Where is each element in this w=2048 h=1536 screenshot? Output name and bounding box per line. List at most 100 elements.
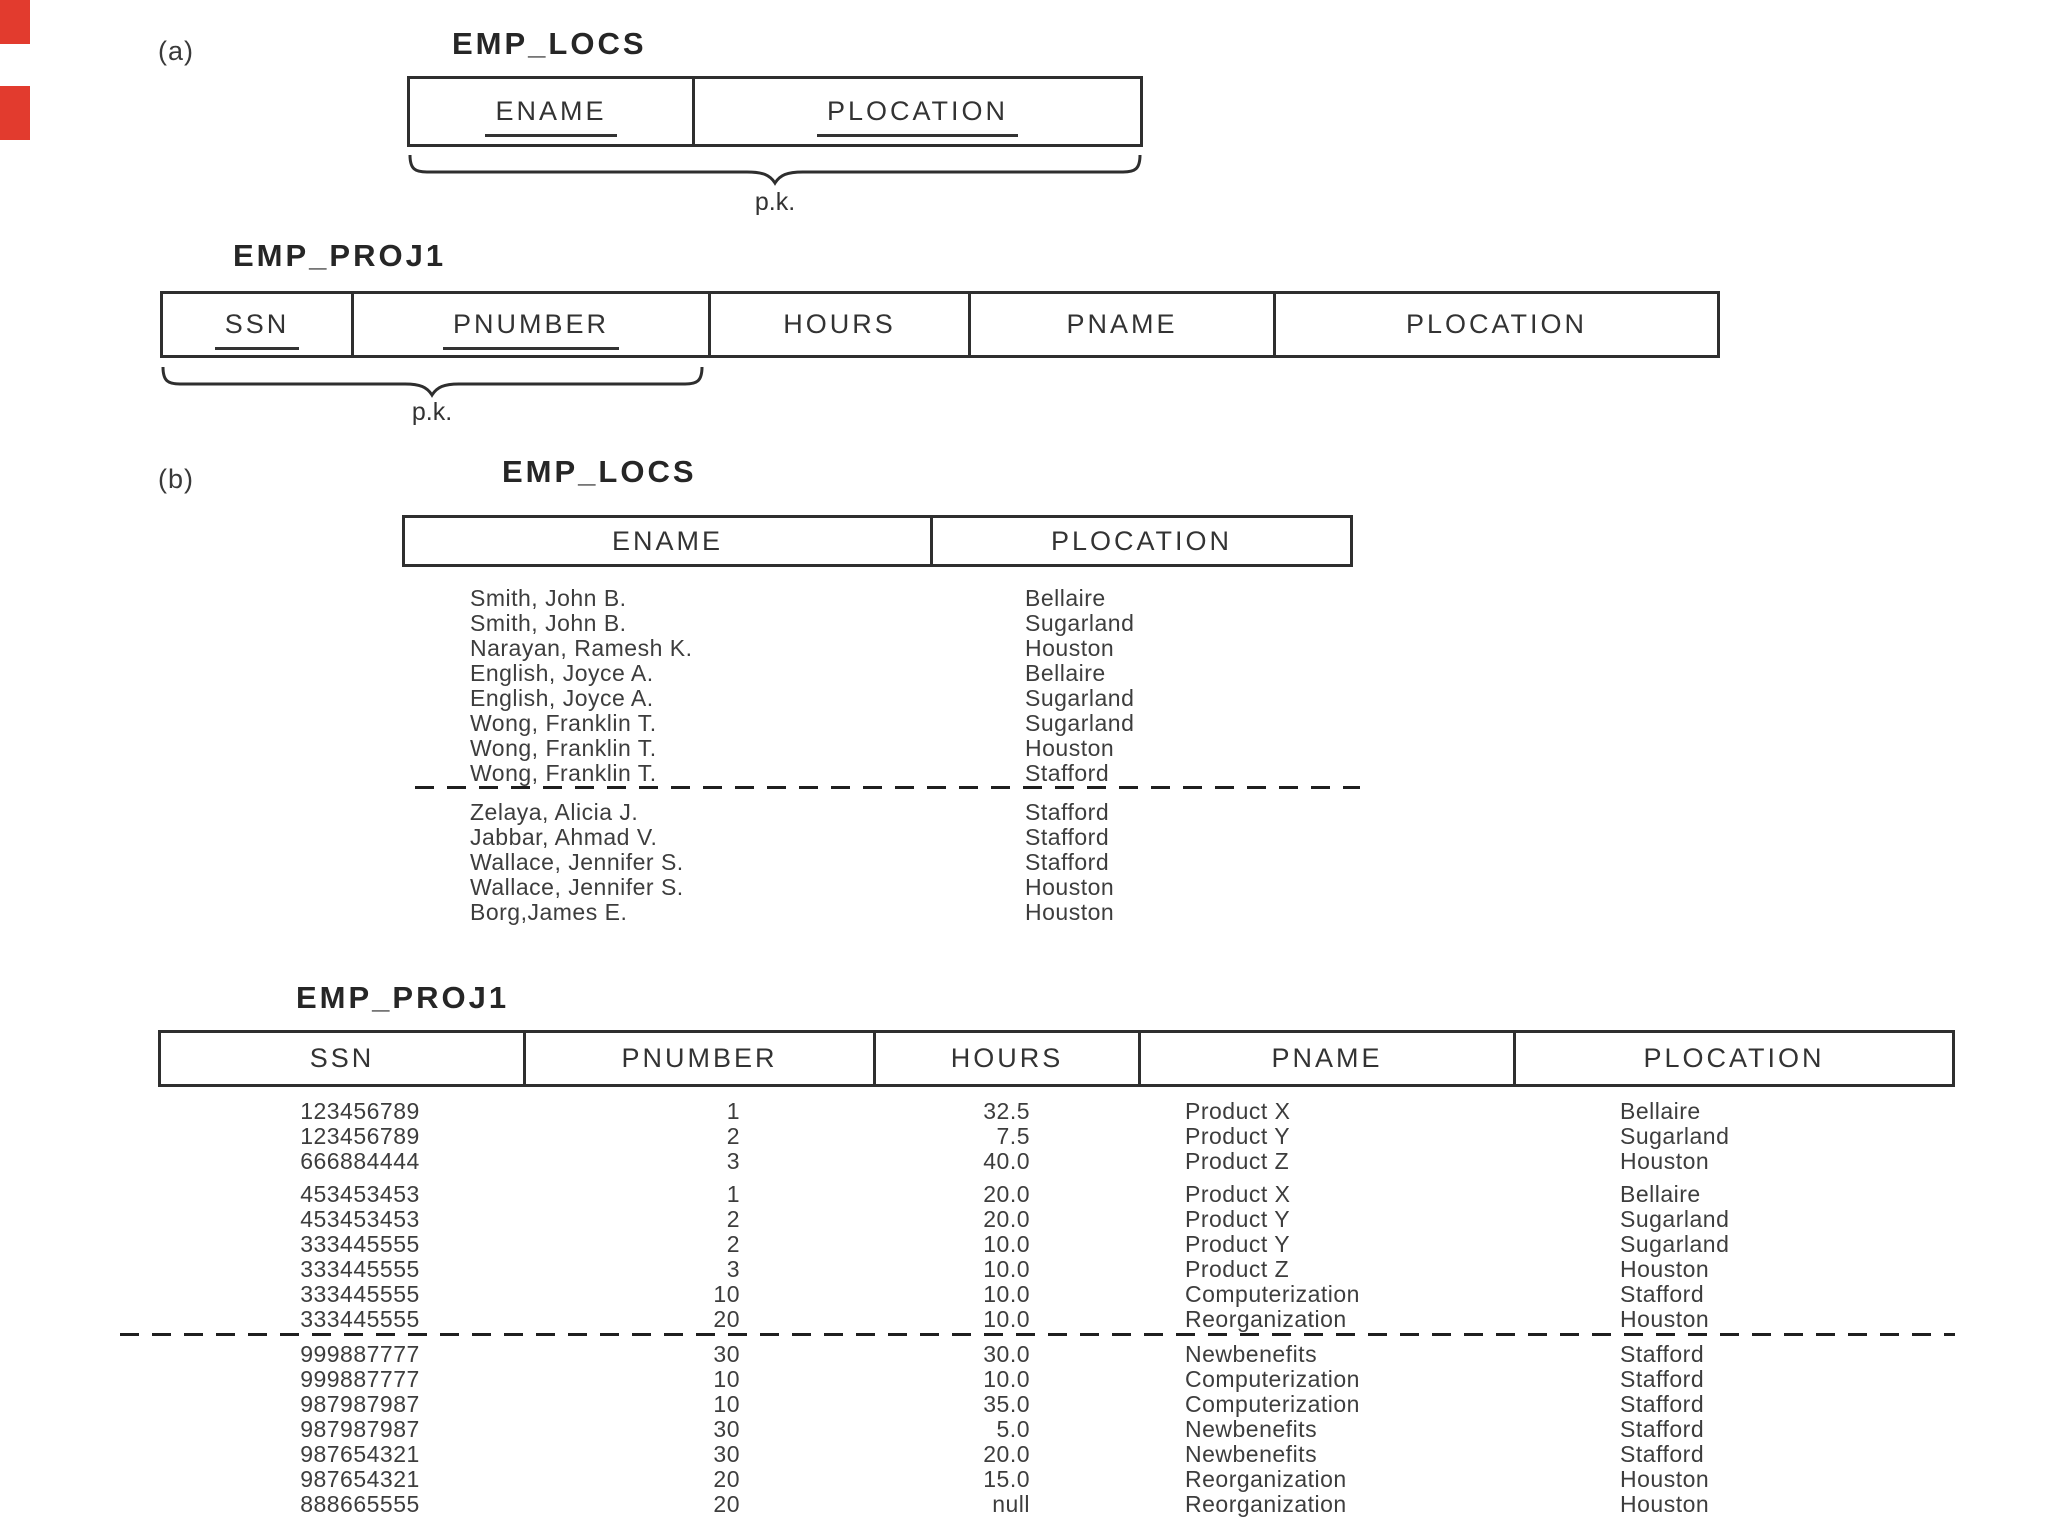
hours-cell: 10.0	[983, 1281, 1030, 1307]
ename-cell: Wong, Franklin T.	[470, 735, 657, 761]
ename-cell: Borg,James E.	[470, 899, 628, 925]
pname-cell: Product Y	[1185, 1231, 1291, 1257]
plocation-cell: Houston	[1620, 1256, 1710, 1282]
pname-cell: Newbenefits	[1185, 1441, 1318, 1467]
ename-cell: Narayan, Ramesh K.	[470, 635, 693, 661]
pname-cell: Product Y	[1185, 1206, 1291, 1232]
plocation-cell: Houston	[1025, 874, 1115, 900]
schema-cell-ename: ENAME	[410, 79, 692, 144]
emp-proj1-table-row: 453453453 2 20.0 Product Y Sugarland	[0, 1206, 2048, 1232]
emp-proj1-table-header: SSN PNUMBER HOURS PNAME PLOCATION	[158, 1030, 1955, 1087]
pnumber-cell: 10	[713, 1391, 740, 1417]
emp-proj1-schema-box: SSN PNUMBER HOURS PNAME PLOCATION	[160, 291, 1720, 358]
emp-proj1-group-divider	[120, 1333, 1955, 1336]
hours-cell: 30.0	[983, 1341, 1030, 1367]
column-header-pname: PNAME	[1138, 1033, 1513, 1084]
emp-locs-table-row: Narayan, Ramesh K. Houston	[0, 635, 2048, 661]
emp-locs-group-divider	[415, 786, 1360, 789]
ssn-cell: 987654321	[300, 1441, 420, 1467]
emp-locs-table-row: Zelaya, Alicia J. Stafford	[0, 799, 2048, 825]
pname-cell: Product X	[1185, 1181, 1291, 1207]
pname-cell: Reorganization	[1185, 1491, 1347, 1517]
schema-cell-plocation: PLOCATION	[692, 79, 1140, 144]
ssn-cell: 453453453	[300, 1181, 420, 1207]
pname-cell: Computerization	[1185, 1391, 1360, 1417]
ename-cell: Wallace, Jennifer S.	[470, 849, 684, 875]
plocation-cell: Stafford	[1025, 760, 1110, 786]
emp-locs-table-header: ENAME PLOCATION	[402, 515, 1353, 567]
emp-locs-table-row: Jabbar, Ahmad V. Stafford	[0, 824, 2048, 850]
ename-cell: English, Joyce A.	[470, 660, 654, 686]
hours-cell: 10.0	[983, 1306, 1030, 1332]
emp-proj1-table-row: 999887777 10 10.0 Computerization Staffo…	[0, 1366, 2048, 1392]
emp-proj1-schema-title: EMP_PROJ1	[233, 238, 447, 273]
schema-cell-ssn: SSN	[163, 294, 351, 355]
ssn-cell: 453453453	[300, 1206, 420, 1232]
ssn-cell: 999887777	[300, 1341, 420, 1367]
pname-cell: Product X	[1185, 1098, 1291, 1124]
pnumber-cell: 1	[726, 1181, 740, 1207]
plocation-cell: Houston	[1620, 1466, 1710, 1492]
pnumber-cell: 3	[726, 1148, 740, 1174]
pname-cell: Product Z	[1185, 1256, 1290, 1282]
column-header-pnumber: PNUMBER	[523, 1033, 873, 1084]
schema-cell-plocation2: PLOCATION	[1273, 294, 1717, 355]
pnumber-cell: 2	[726, 1206, 740, 1232]
emp-locs-schema-box: ENAME PLOCATION	[407, 76, 1143, 147]
attribute-hours: HOURS	[783, 309, 896, 339]
pnumber-cell: 1	[726, 1098, 740, 1124]
pname-cell: Product Y	[1185, 1123, 1291, 1149]
column-header-plocation: PLOCATION	[930, 518, 1350, 564]
ename-cell: Wong, Franklin T.	[470, 760, 657, 786]
plocation-cell: Stafford	[1025, 799, 1110, 825]
attribute-plocation: PLOCATION	[816, 96, 1019, 137]
ename-cell: Zelaya, Alicia J.	[470, 799, 639, 825]
red-edge-mark-lower	[0, 86, 30, 140]
plocation-cell: Houston	[1620, 1306, 1710, 1332]
plocation-cell: Houston	[1025, 735, 1115, 761]
ssn-cell: 987987987	[300, 1391, 420, 1417]
hours-cell: 20.0	[983, 1441, 1030, 1467]
emp-locs-table-row: Smith, John B. Bellaire	[0, 585, 2048, 611]
column-header-ssn: SSN	[309, 1043, 375, 1073]
hours-cell: null	[992, 1491, 1030, 1517]
plocation-cell: Sugarland	[1620, 1123, 1730, 1149]
plocation-cell: Stafford	[1620, 1441, 1705, 1467]
emp-proj1-table-row: 987987987 10 35.0 Computerization Staffo…	[0, 1391, 2048, 1417]
plocation-cell: Sugarland	[1025, 685, 1135, 711]
schema-cell-hours: HOURS	[708, 294, 968, 355]
ssn-cell: 333445555	[300, 1256, 420, 1282]
pnumber-cell: 2	[726, 1123, 740, 1149]
plocation-cell: Bellaire	[1025, 660, 1106, 686]
attribute-ssn: SSN	[214, 309, 300, 350]
emp-proj1-table-row: 333445555 2 10.0 Product Y Sugarland	[0, 1231, 2048, 1257]
plocation-cell: Houston	[1620, 1491, 1710, 1517]
pname-cell: Newbenefits	[1185, 1416, 1318, 1442]
emp-proj1-table-row: 987654321 30 20.0 Newbenefits Stafford	[0, 1441, 2048, 1467]
ename-cell: Wong, Franklin T.	[470, 710, 657, 736]
hours-cell: 35.0	[983, 1391, 1030, 1417]
section-b-label: (b)	[158, 464, 194, 494]
plocation-cell: Stafford	[1025, 849, 1110, 875]
primary-key-label: p.k.	[411, 398, 453, 426]
hours-cell: 5.0	[996, 1416, 1030, 1442]
hours-cell: 10.0	[983, 1256, 1030, 1282]
pname-cell: Newbenefits	[1185, 1341, 1318, 1367]
emp-proj1-table-title: EMP_PROJ1	[296, 980, 510, 1015]
ssn-cell: 888665555	[300, 1491, 420, 1517]
pnumber-cell: 30	[713, 1341, 740, 1367]
emp-locs-table-row: Wong, Franklin T. Sugarland	[0, 710, 2048, 736]
emp-proj1-table-row: 453453453 1 20.0 Product X Bellaire	[0, 1181, 2048, 1207]
attribute-pname: PNAME	[1066, 309, 1178, 339]
column-header-plocation2: PLOCATION	[1513, 1033, 1952, 1084]
schema-cell-pnumber: PNUMBER	[351, 294, 708, 355]
emp-locs-table-row: English, Joyce A. Sugarland	[0, 685, 2048, 711]
emp-locs-table-title: EMP_LOCS	[502, 454, 697, 489]
hours-cell: 20.0	[983, 1206, 1030, 1232]
hours-cell: 20.0	[983, 1181, 1030, 1207]
attribute-pnumber: PNUMBER	[442, 309, 619, 350]
emp-proj1-table-row: 333445555 10 10.0 Computerization Staffo…	[0, 1281, 2048, 1307]
emp-proj1-table-row: 987654321 20 15.0 Reorganization Houston	[0, 1466, 2048, 1492]
pname-cell: Reorganization	[1185, 1466, 1347, 1492]
